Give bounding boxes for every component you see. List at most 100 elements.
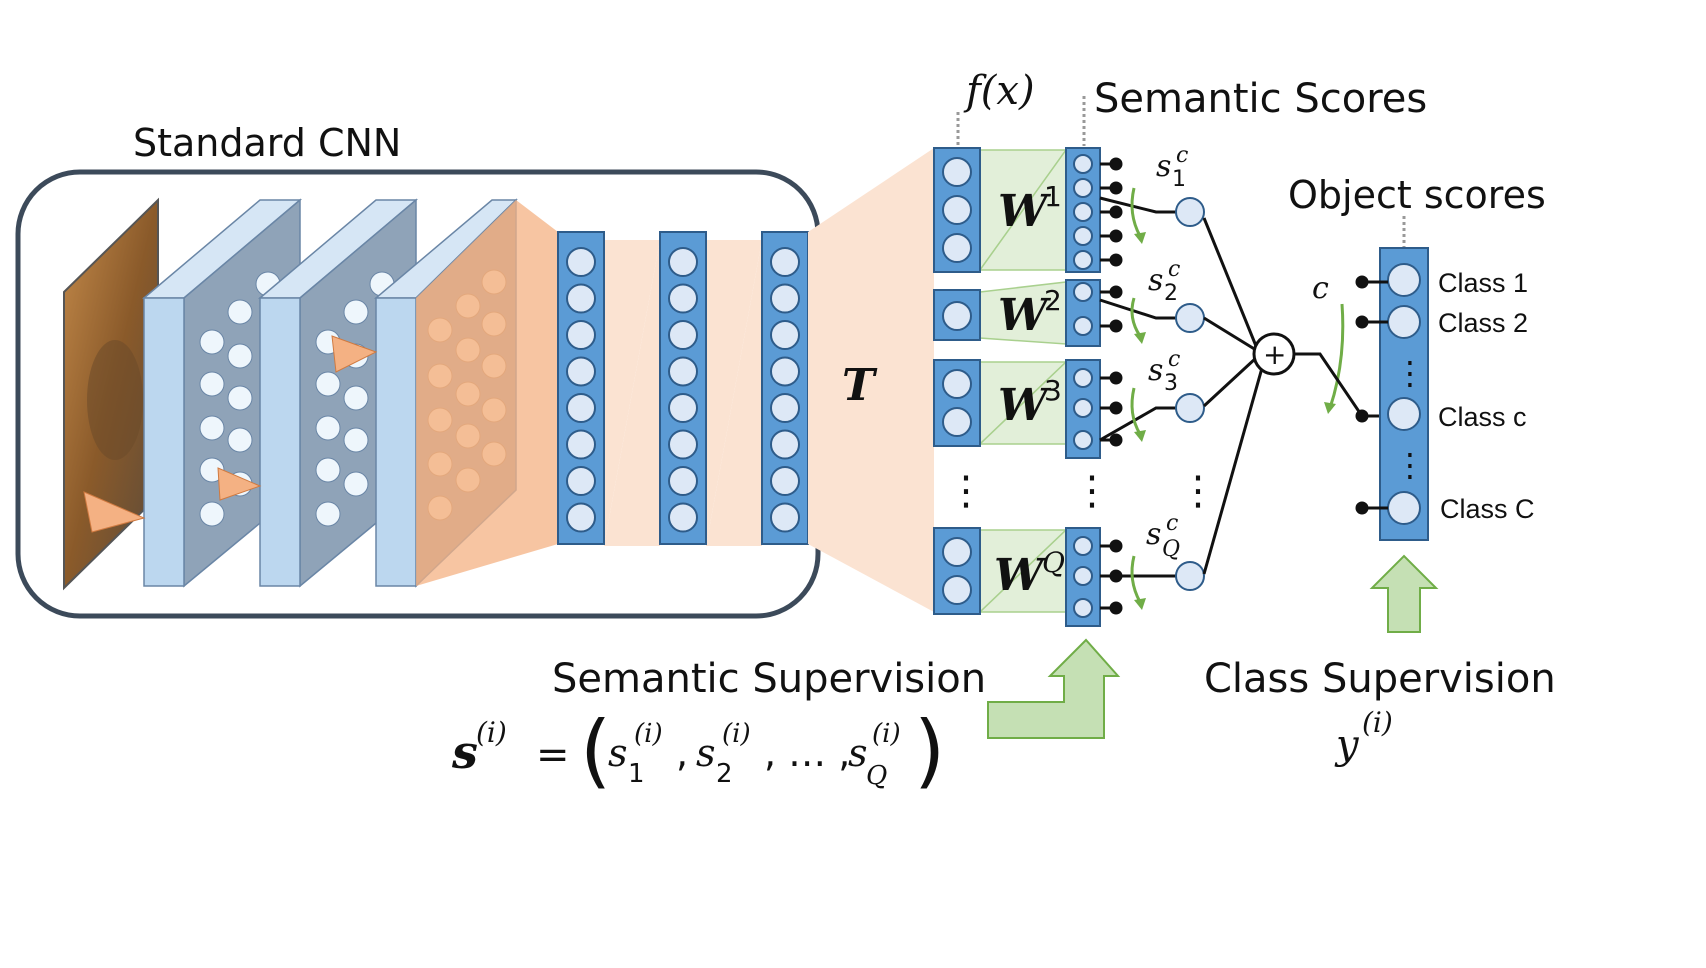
- y-label: y (i): [1334, 706, 1393, 768]
- svg-text:3: 3: [1164, 371, 1178, 396]
- class-label-1: Class 1: [1438, 268, 1528, 298]
- W2-label: W 2: [998, 284, 1062, 341]
- fc-conn-b: [604, 240, 660, 546]
- attr-input-node: [942, 301, 972, 331]
- sum-lines: [1202, 217, 1264, 575]
- fc-node: [770, 283, 800, 314]
- attr-score-node: [1073, 398, 1093, 418]
- fc-node: [770, 356, 800, 387]
- attr-pin-dot: [1109, 253, 1123, 267]
- transform-T-label: T: [842, 360, 878, 411]
- fc-node: [668, 320, 698, 350]
- attr-input-node: [942, 537, 972, 567]
- fc-node: [668, 429, 698, 460]
- fc-node: [770, 393, 800, 423]
- W1-label: W 1: [998, 180, 1062, 237]
- svg-text:s: s: [696, 731, 716, 775]
- attr-score-node: [1073, 316, 1093, 336]
- fx-label: f(x): [963, 68, 1035, 114]
- svg-text:y: y: [1334, 722, 1360, 768]
- svg-text:(i): (i): [722, 719, 751, 749]
- svg-text:+: +: [1263, 338, 1286, 371]
- svg-text:s: s: [848, 731, 868, 775]
- fc-node: [770, 502, 800, 533]
- svg-text:=: =: [536, 732, 570, 778]
- attr-score-node: [1073, 226, 1093, 246]
- sum-node: +: [1252, 332, 1296, 376]
- class-vdots-1: ⋮: [1394, 354, 1426, 392]
- svg-text:s: s: [1148, 353, 1163, 388]
- fc-conn-d: [706, 240, 762, 546]
- fc-nodes: [566, 247, 800, 533]
- attr-pin-dot: [1109, 601, 1123, 615]
- fc-node: [566, 283, 596, 314]
- attr-group-3: [933, 359, 1101, 459]
- attr-pin-dot: [1109, 157, 1123, 171]
- svg-text:(i): (i): [1362, 706, 1393, 739]
- input-image: [63, 197, 159, 591]
- svg-text:): ): [914, 704, 945, 797]
- class-supervision-label: Class Supervision: [1204, 656, 1556, 702]
- svg-text:s: s: [451, 725, 478, 779]
- green-curved-arrows: [1130, 187, 1345, 603]
- selector-lines: [1099, 196, 1176, 578]
- fc-layer-1: [557, 231, 605, 545]
- fc-layer-3: [761, 231, 809, 545]
- score-nodes: [1175, 197, 1205, 591]
- svg-text:(: (: [580, 704, 611, 797]
- svg-text:1: 1: [1172, 167, 1186, 192]
- svg-text:Q: Q: [866, 761, 887, 791]
- fc-node: [668, 356, 698, 387]
- attr-input-node: [942, 233, 972, 263]
- svg-text:W: W: [998, 186, 1052, 237]
- vdots-left: ⋮: [946, 468, 986, 514]
- attr-pin-dot: [1109, 401, 1123, 415]
- attr-pins: [1100, 157, 1123, 615]
- attr-pin-dot: [1109, 181, 1123, 195]
- svg-text:Q: Q: [1042, 546, 1065, 579]
- attr-pin-dot: [1109, 205, 1123, 219]
- s1c-label: s 1 c: [1156, 143, 1188, 192]
- attr-pin-dot: [1109, 229, 1123, 243]
- svg-text:1: 1: [628, 759, 645, 789]
- attr-input-node: [942, 407, 972, 437]
- vdots-right: ⋮: [1178, 468, 1218, 514]
- vdots-mid: ⋮: [1072, 468, 1112, 514]
- WQ-label: W Q: [994, 546, 1065, 601]
- attr-score-node: [1073, 202, 1093, 222]
- svg-text:(i): (i): [476, 716, 507, 749]
- semantic-supervision-label: Semantic Supervision: [552, 656, 986, 702]
- attr-nodes: [942, 154, 1093, 618]
- fc-node: [566, 429, 596, 460]
- svg-text:c: c: [1168, 347, 1180, 372]
- fc-node: [566, 356, 596, 387]
- svg-text:3: 3: [1044, 374, 1062, 407]
- svg-text:2: 2: [716, 759, 733, 789]
- svg-text:c: c: [1168, 257, 1180, 282]
- class-vdots-2: ⋮: [1394, 446, 1426, 484]
- svg-text:2: 2: [1164, 281, 1178, 306]
- W3-label: W 3: [998, 374, 1062, 431]
- semantic-formula: s (i) = ( s 1 (i) , s 2 (i) , … , s Q (i…: [451, 704, 945, 797]
- class-supervision-arrow: [1369, 554, 1439, 633]
- class-label-C: Class C: [1440, 494, 1535, 524]
- svg-text:(i): (i): [872, 719, 901, 749]
- attr-score-node: [1073, 178, 1093, 198]
- object-score-pins: [1355, 275, 1388, 515]
- semantic-supervision-arrow: [987, 638, 1121, 739]
- class-label-c: Class c: [1438, 402, 1527, 432]
- attr-group-2: [933, 279, 1101, 347]
- attr-pin-dot: [1109, 539, 1123, 553]
- s3c-label: s 3 c: [1148, 347, 1180, 396]
- fc-node: [668, 393, 698, 423]
- attr-input-node: [942, 195, 972, 225]
- fc-node: [668, 502, 698, 533]
- conv-to-fc-funnel: [416, 200, 558, 586]
- svg-text:s: s: [1148, 263, 1163, 298]
- class-label-2: Class 2: [1438, 308, 1528, 338]
- object-scores-label: Object scores: [1288, 173, 1546, 217]
- attr-score-node: [1073, 154, 1093, 174]
- attr-pin-dot: [1109, 371, 1123, 385]
- fc-node: [668, 283, 698, 314]
